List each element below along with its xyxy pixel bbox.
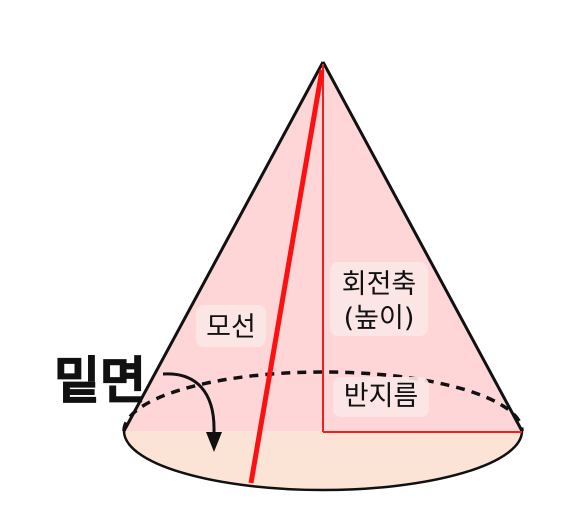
radius-label: 반지름: [344, 381, 419, 412]
axis-label-bg: [330, 262, 428, 336]
axis-label-line1: 회전축: [342, 269, 417, 300]
base-front-half: [124, 431, 522, 490]
axis-label-line2: (높이): [344, 303, 415, 334]
arrowhead-icon: [206, 432, 222, 452]
base-label: 밑면: [54, 352, 146, 410]
generatrix-label: 모선: [206, 312, 256, 343]
base-front-edge: [122, 430, 524, 492]
base-back-edge-dashed: [122, 370, 524, 432]
cone-right-edge: [321, 61, 524, 432]
generatrix-line: [248, 69, 325, 484]
cone-left-edge: [122, 61, 325, 432]
radius-label-bg: [333, 377, 429, 417]
generatrix-label-bg: [196, 305, 266, 347]
base-pointer-arrow: [162, 372, 216, 433]
